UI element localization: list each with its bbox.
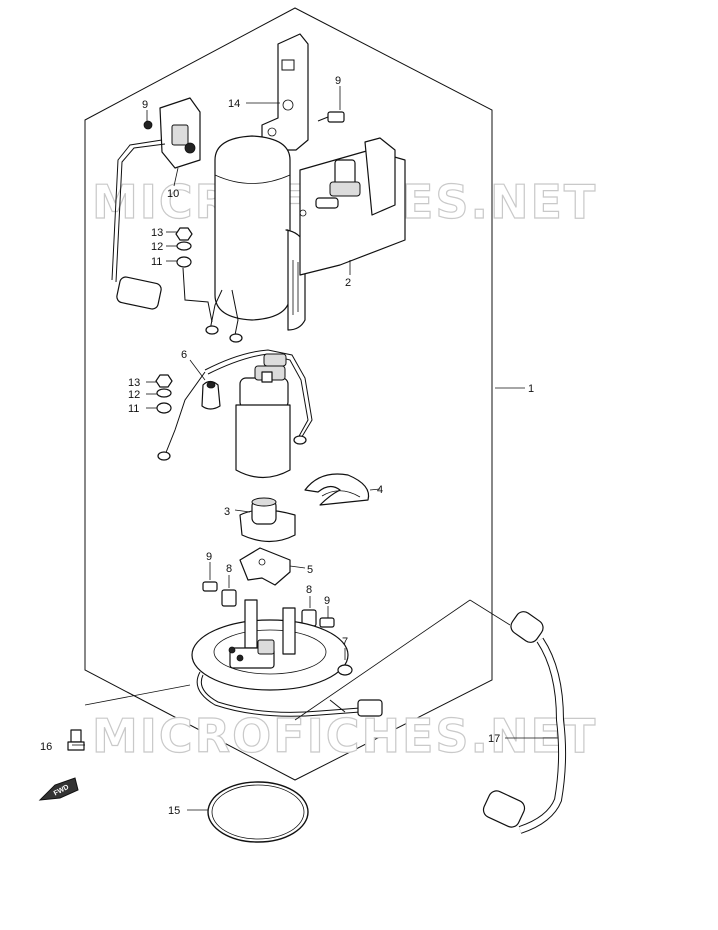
callout-11-lower: 11 (128, 403, 139, 415)
callout-16: 16 (40, 741, 52, 753)
part-17-fuel-hose (482, 611, 567, 834)
fwd-arrow-icon: FWD (38, 777, 79, 801)
callout-8-left: 8 (226, 563, 232, 575)
part-6-wire-harness (157, 349, 313, 461)
part-5-plate (239, 547, 291, 586)
callout-15: 15 (168, 805, 180, 817)
part-grommet (201, 380, 221, 410)
parts-11-12-13-lower (155, 374, 173, 414)
callout-10: 10 (167, 188, 179, 200)
callout-13-upper: 13 (151, 227, 163, 239)
parts-11-12-13-upper (175, 227, 243, 343)
part-7-washer (337, 664, 353, 676)
part-15-o-ring-inner (211, 784, 305, 840)
callout-9-top-left: 9 (142, 99, 148, 111)
callout-9-top-right: 9 (335, 75, 341, 87)
callout-4: 4 (377, 484, 383, 496)
part-14-bracket (261, 33, 309, 151)
part-2-fuel-pump-case (214, 135, 406, 331)
watermark-bottom: MICROFICHES.NET (92, 709, 597, 763)
pump-base-flange (191, 599, 383, 717)
callout-2: 2 (345, 277, 351, 289)
callout-6: 6 (181, 349, 187, 361)
part-10-fuel-level-sender (111, 97, 201, 310)
callout-9-mid-right: 9 (324, 595, 330, 607)
callout-1: 1 (528, 383, 534, 395)
part-15-o-ring (207, 781, 309, 843)
parts-8-9-middle (202, 581, 335, 628)
part-16-bolt (67, 729, 85, 751)
assembly-1-boundary (84, 7, 493, 781)
callout-3: 3 (224, 506, 230, 518)
leader-lines (72, 86, 558, 811)
callout-5: 5 (307, 564, 313, 576)
part-9-screw-top (317, 111, 345, 123)
callout-14: 14 (228, 98, 240, 110)
callout-7: 7 (342, 636, 348, 648)
callout-11-upper: 11 (151, 256, 162, 268)
fuel-pump-motor (235, 365, 291, 479)
callout-13-lower: 13 (128, 377, 140, 389)
part-3-strainer (239, 497, 296, 543)
callout-12-upper: 12 (151, 241, 163, 253)
callout-17: 17 (488, 733, 500, 745)
callout-8-right: 8 (306, 584, 312, 596)
callout-9-mid-left: 9 (206, 551, 212, 563)
callout-12-lower: 12 (128, 389, 140, 401)
part-4-holder (304, 473, 370, 506)
